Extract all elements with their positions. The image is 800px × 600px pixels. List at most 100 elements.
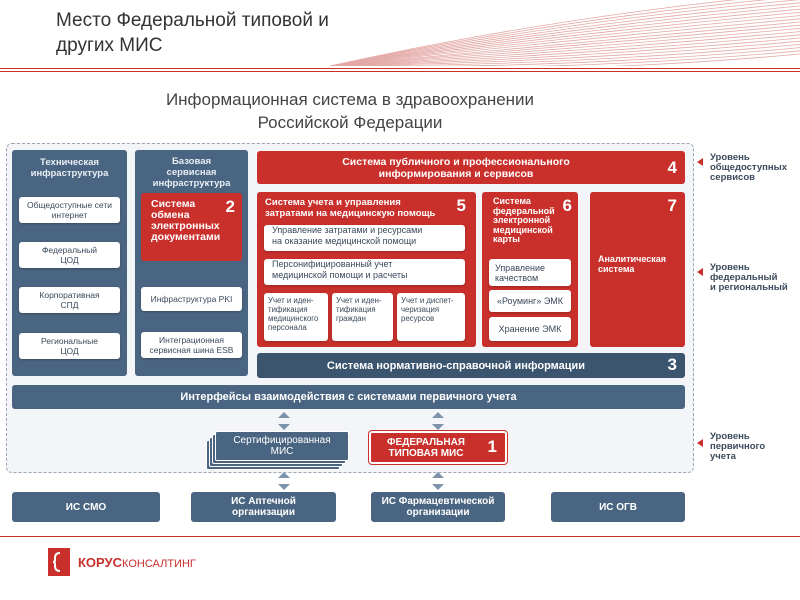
base-infrastructure-title: Базовая сервисная инфраструктура (135, 156, 248, 189)
level-line: первичного (710, 441, 766, 452)
doc-label-line: Система (151, 198, 196, 210)
emk-label-line: карты (493, 234, 520, 244)
level-line: сервисов (710, 172, 755, 183)
item-label: Управление затратами и ресурсами (272, 225, 423, 235)
item-label: «Роуминг» ЭМК (496, 296, 564, 306)
item-pki: Инфраструктура PKI (141, 287, 242, 311)
is-pharmaceutical-box: ИС Фармацевтической организации (371, 492, 505, 522)
emk-label-line: Система (493, 196, 531, 206)
item-label: сервисная шина ESB (149, 345, 234, 355)
item-label: Интеграционная (159, 335, 224, 345)
decorative-curve (330, 0, 767, 66)
emk-system-label: Система федеральной электронной медицинс… (493, 196, 555, 245)
corus-logo-mark (48, 548, 70, 576)
item-label: Региональные ЦОД (41, 336, 98, 356)
public-label-line: информирования и сервисов (378, 167, 534, 180)
item-label: Общедоступные сети интернет (27, 200, 112, 220)
doc-label-line: документами (151, 231, 221, 243)
decorative-curve (330, 37, 800, 66)
sub-label-line: ресурсов (401, 314, 435, 323)
level-line: Уровень (710, 152, 750, 163)
certified-mis-label: МИС (270, 446, 294, 457)
public-information-system: Система публичного и профессионального и… (257, 151, 685, 184)
level-public-services: Уровень общедоступных сервисов (710, 153, 787, 183)
item-regional-dc: Региональные ЦОД (19, 333, 120, 359)
item-federal-dc: Федеральный ЦОД (19, 242, 120, 268)
base-title-line: инфраструктура (152, 178, 231, 189)
analytic-label-line: система (598, 264, 635, 274)
decorative-curve (330, 18, 800, 66)
item-corporate-network: Корпоративная СПД (19, 287, 120, 313)
cost-system-label: Система учета и управления затратами на … (265, 197, 435, 219)
decorative-curve (330, 34, 800, 66)
double-arrow-icon (432, 412, 444, 430)
number-badge-3: 3 (667, 355, 677, 374)
item-staff-identification: Учет и иден- тификация медицинского перс… (264, 293, 328, 341)
sub-label-line: персонала (268, 323, 307, 332)
decorative-curve (330, 31, 800, 66)
decorative-curve (330, 44, 800, 66)
base-title-line: сервисная (166, 167, 217, 178)
sub-label-line: Учет и диспет- (401, 296, 454, 305)
bottom-label: ИС СМО (65, 501, 107, 513)
item-label: Управление (495, 263, 546, 273)
item-label: качеством (495, 273, 539, 283)
decorative-curve (330, 0, 737, 66)
sub-label-line: тификация (268, 305, 308, 314)
nsi-label: Система нормативно-справочной информации (326, 359, 586, 372)
level-line: Уровень (710, 262, 750, 273)
decorative-curve (330, 8, 800, 66)
double-arrow-icon (278, 472, 290, 490)
item-label: Хранение ЭМК (498, 324, 562, 334)
decorative-curve (330, 15, 800, 66)
item-emk-roaming: «Роуминг» ЭМК (489, 290, 571, 312)
emk-label-line: электронной (493, 215, 551, 225)
level-arrow-icon (697, 158, 703, 166)
decorative-curve (330, 47, 800, 66)
sub-label-line: медицинского (268, 314, 319, 323)
decorative-curve (330, 28, 800, 66)
main-title-line-1: Информационная система в здравоохранении (165, 90, 535, 109)
decorative-curve (330, 5, 800, 66)
document-exchange-label: Система обмена электронных документами (151, 199, 220, 243)
item-label: Персонифицированный учет (272, 259, 393, 269)
certified-mis-box: Сертифицированная МИС (215, 431, 349, 461)
federal-mis-label: ФЕДЕРАЛЬНАЯ ТИПОВАЯ МИС (371, 433, 481, 462)
technical-infrastructure-title: Техническая инфраструктура (12, 157, 127, 179)
header-decorative-lines (330, 0, 800, 66)
item-emk-storage: Хранение ЭМК (489, 317, 571, 341)
nsi-system-band: Система нормативно-справочной информации… (257, 353, 685, 378)
level-primary-accounting: Уровень первичного учета (710, 432, 765, 462)
doc-label-line: обмена (151, 209, 190, 221)
sub-label-line: Учет и иден- (268, 296, 314, 305)
sub-label-line: Учет и иден- (336, 296, 382, 305)
interfaces-band: Интерфейсы взаимодействия с системами пе… (12, 385, 685, 409)
bottom-label: ИС Аптечной (231, 496, 296, 507)
federal-mis-label-line: ТИПОВАЯ МИС (388, 447, 464, 459)
logo-text-bold: КОРУС (78, 555, 123, 570)
technical-title-line: Техническая (40, 157, 99, 168)
sub-label-line: черизация (401, 305, 440, 314)
number-badge-5: 5 (456, 196, 466, 215)
analytic-label-line: Аналитическая (598, 254, 667, 264)
item-label: на оказание медицинской помощи (272, 236, 417, 246)
bottom-label: организации (232, 507, 295, 518)
main-title-line-2: Российской Федерации (257, 113, 443, 132)
cost-label-line: затратами на медицинскую помощь (265, 208, 436, 219)
emk-label-line: медицинской (493, 224, 553, 235)
header-rule (0, 68, 800, 72)
decorative-curve (330, 12, 800, 66)
is-smo-box: ИС СМО (12, 492, 160, 522)
logo-text-light: КОНСАЛТИНГ (122, 558, 196, 570)
decorative-curve (330, 53, 800, 66)
footer-rule (0, 536, 800, 537)
item-esb: Интеграционная сервисная шина ESB (141, 332, 242, 358)
bottom-label: организации (406, 507, 470, 518)
level-line: общедоступных (710, 162, 788, 173)
item-cost-management: Управление затратами и ресурсами на оказ… (264, 225, 465, 251)
double-arrow-icon (432, 472, 444, 490)
level-arrow-icon (697, 268, 703, 276)
emk-label-line: федеральной (493, 205, 555, 216)
certified-mis-label: Сертифицированная (233, 435, 331, 446)
item-label: Федеральный ЦОД (41, 245, 98, 265)
